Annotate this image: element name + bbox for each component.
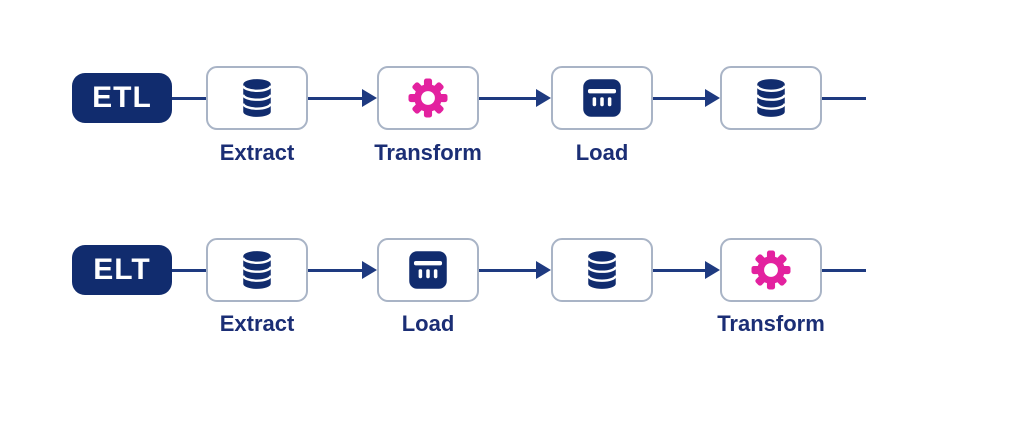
node-label: Load bbox=[575, 140, 629, 165]
arrow-head-icon bbox=[536, 261, 551, 279]
database-icon bbox=[749, 71, 793, 125]
pipeline-node-storage bbox=[551, 238, 653, 302]
arrow-head-icon bbox=[536, 89, 551, 107]
node-label: Transform bbox=[374, 140, 482, 165]
database-icon bbox=[580, 243, 624, 297]
connector-line bbox=[479, 96, 537, 100]
node-label: Load bbox=[401, 311, 455, 336]
connector-line bbox=[822, 96, 866, 100]
elt-badge-label: ELT bbox=[93, 253, 151, 286]
gear-icon bbox=[402, 72, 454, 124]
connector-line bbox=[479, 268, 537, 272]
connector-line bbox=[653, 96, 706, 100]
connector-line bbox=[653, 268, 706, 272]
arrow-head-icon bbox=[362, 261, 377, 279]
pipeline-node-load bbox=[551, 66, 653, 130]
database-icon bbox=[235, 243, 279, 297]
node-label: Extract bbox=[219, 140, 295, 165]
node-label: Extract bbox=[219, 311, 295, 336]
pipeline-node-extract bbox=[206, 238, 308, 302]
pipeline-node-load bbox=[377, 238, 479, 302]
etl-badge: ETL bbox=[72, 73, 172, 123]
elt-badge: ELT bbox=[72, 245, 172, 295]
connector-line bbox=[822, 268, 866, 272]
gear-icon bbox=[745, 244, 797, 296]
pipeline-node-transform bbox=[720, 238, 822, 302]
pipeline-node-transform bbox=[377, 66, 479, 130]
data-table-icon bbox=[577, 73, 627, 123]
node-label: Transform bbox=[717, 311, 825, 336]
arrow-head-icon bbox=[362, 89, 377, 107]
arrow-head-icon bbox=[705, 89, 720, 107]
data-table-icon bbox=[403, 245, 453, 295]
arrow-head-icon bbox=[705, 261, 720, 279]
connector-line bbox=[308, 268, 363, 272]
connector-line bbox=[172, 268, 206, 272]
etl-badge-label: ETL bbox=[92, 81, 152, 114]
connector-line bbox=[308, 96, 363, 100]
connector-line bbox=[172, 96, 206, 100]
pipeline-node-extract bbox=[206, 66, 308, 130]
database-icon bbox=[235, 71, 279, 125]
pipeline-node-destination bbox=[720, 66, 822, 130]
